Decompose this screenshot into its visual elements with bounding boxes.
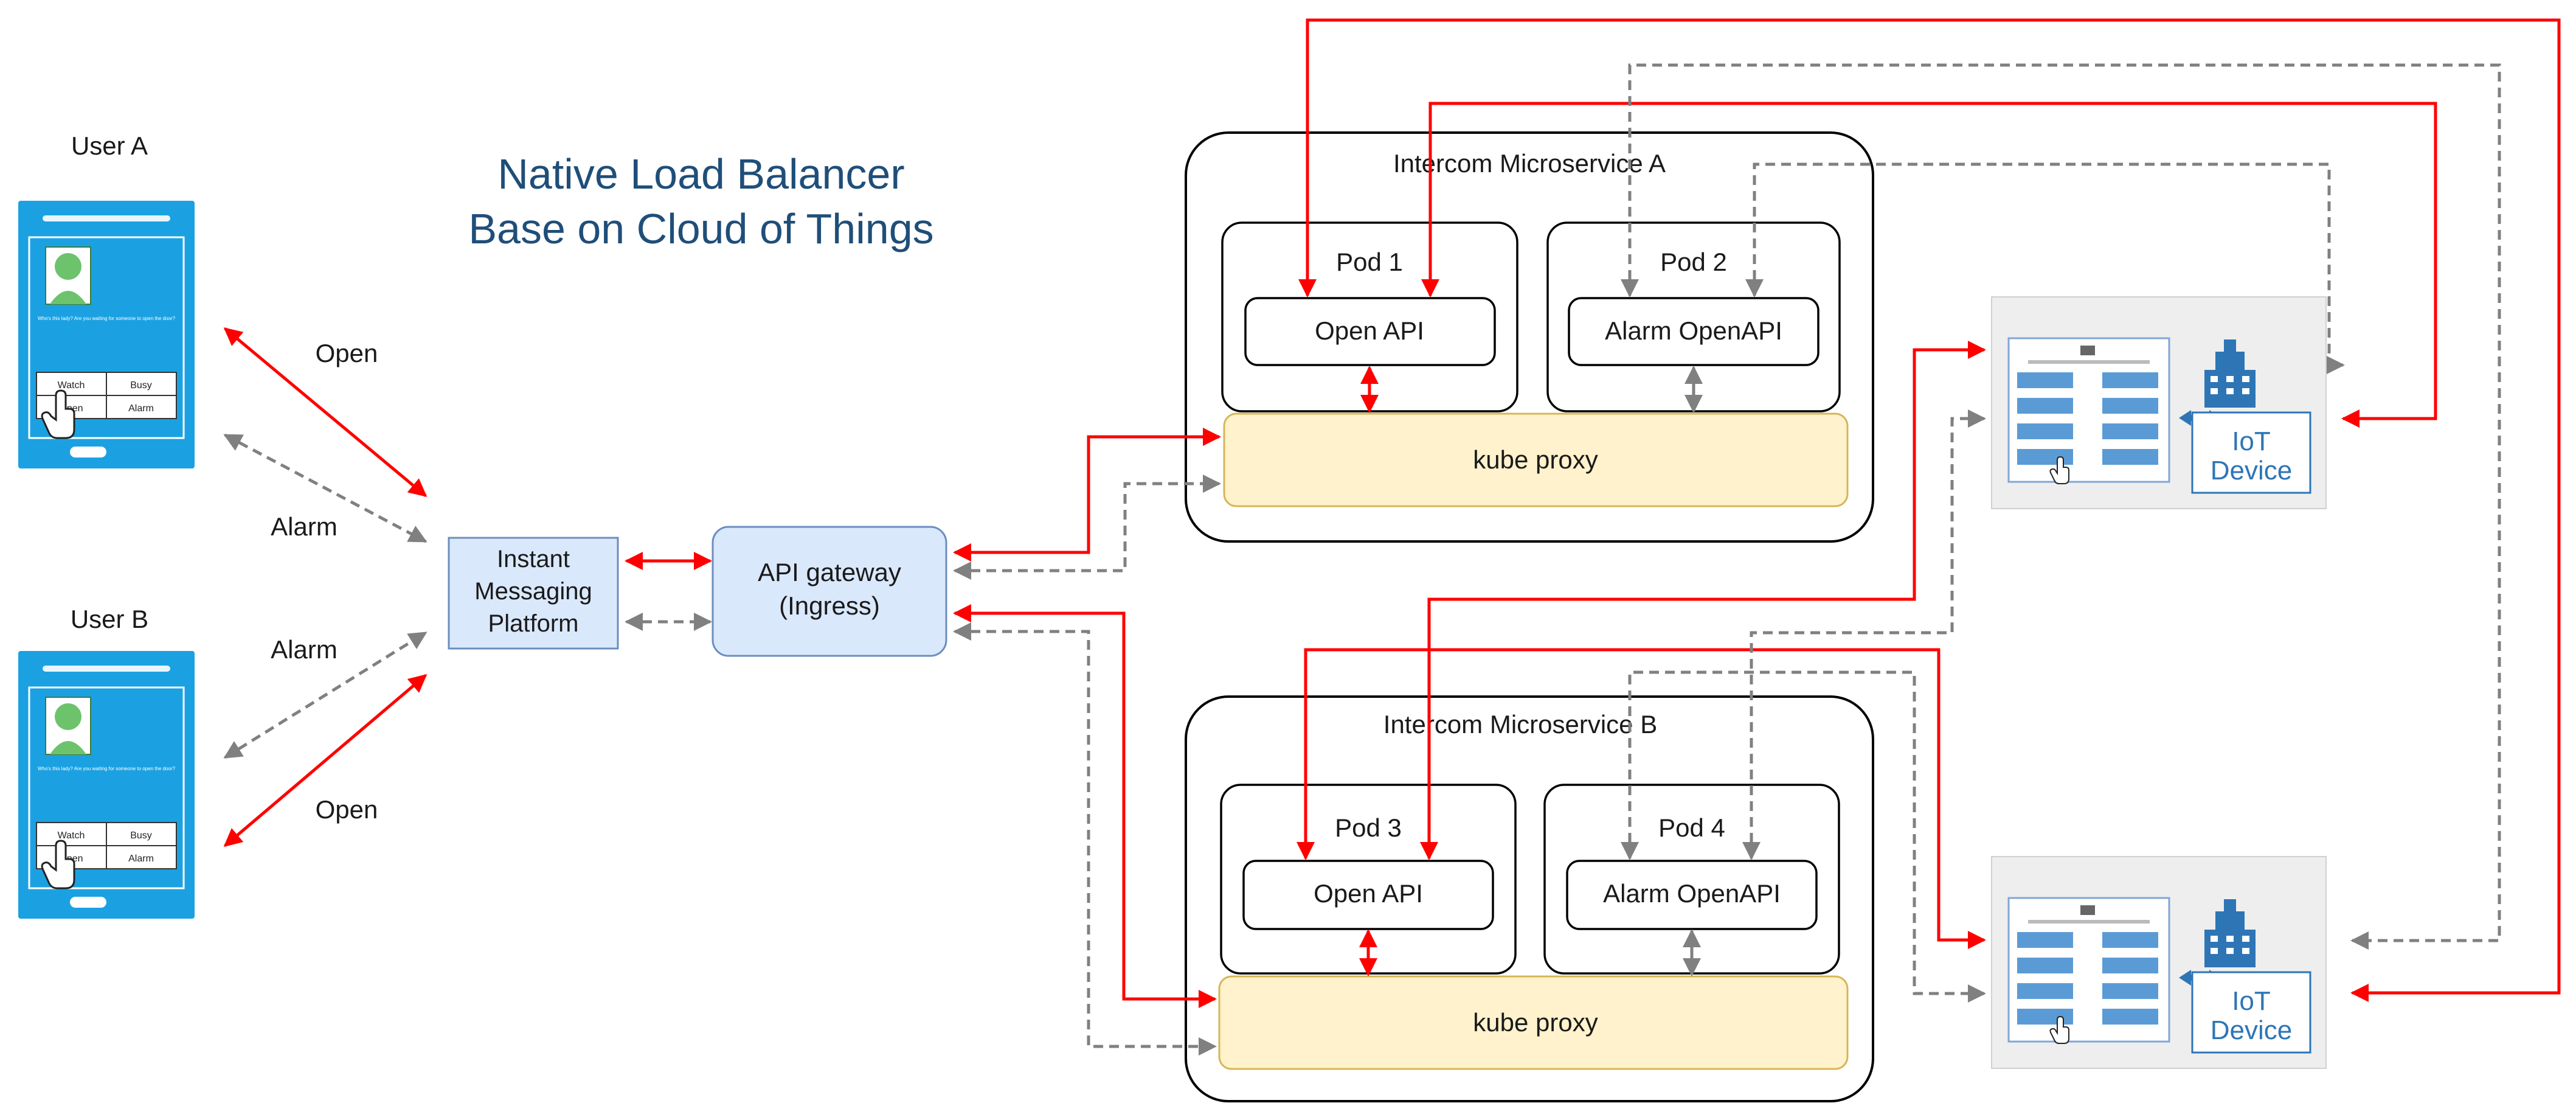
edge-pod4-device1-alarm bbox=[1742, 409, 1986, 860]
user-a-phone: Who's this lady? Are you waiting for som… bbox=[17, 200, 196, 470]
iot-device-1: IoT Device bbox=[1990, 296, 2327, 510]
phone-message: Who's this lady? Are you waiting for som… bbox=[38, 766, 176, 771]
edge-pod2-device1-alarm bbox=[1745, 162, 2345, 374]
edge-gateway-proxy-a-alarm bbox=[953, 475, 1221, 580]
phone-watch-button[interactable]: Watch bbox=[58, 830, 85, 841]
iot-device-2-label-line1: IoT bbox=[2232, 986, 2271, 1016]
microservice-b-label: Intercom Microservice B bbox=[1383, 710, 1657, 739]
edge-pod1-device1-open bbox=[1421, 102, 2437, 428]
api-gateway-line2: (Ingress) bbox=[779, 591, 880, 620]
edge-gateway-proxy-b-open bbox=[953, 604, 1217, 1008]
hand-cursor-icon bbox=[41, 840, 75, 889]
user-a-label: User A bbox=[71, 131, 148, 160]
diagram-title-line1: Native Load Balancer bbox=[497, 150, 904, 198]
instant-messaging-platform-node: Instant Messaging Platform bbox=[448, 537, 619, 650]
smartphone-icon bbox=[17, 200, 196, 470]
edge-pod4-device2-alarm bbox=[1621, 670, 1986, 1003]
edge-pod2-device2-alarm bbox=[1621, 63, 2501, 950]
api-gateway-node: API gateway (Ingress) bbox=[712, 526, 947, 657]
phone-message: Who's this lady? Are you waiting for som… bbox=[38, 316, 176, 321]
kube-proxy-b-label: kube proxy bbox=[1473, 1008, 1598, 1037]
hand-cursor-icon bbox=[41, 389, 75, 439]
microservice-b: Intercom Microservice B Pod 3 Open API P… bbox=[1185, 695, 1874, 1102]
microservice-a-label: Intercom Microservice A bbox=[1393, 149, 1666, 178]
phone-busy-button[interactable]: Busy bbox=[130, 380, 152, 391]
pod-2-label: Pod 2 bbox=[1660, 248, 1727, 276]
phone-watch-button[interactable]: Watch bbox=[58, 380, 85, 391]
iot-device-2-label-line2: Device bbox=[2211, 1015, 2293, 1045]
im-platform-line1: Instant bbox=[497, 546, 570, 572]
edge-label-alarm-a: Alarm bbox=[271, 512, 338, 541]
phone-busy-button[interactable]: Busy bbox=[130, 830, 152, 841]
edge-gateway-proxy-b-alarm bbox=[953, 622, 1217, 1056]
smartphone-icon bbox=[17, 650, 196, 920]
kube-proxy-b: kube proxy bbox=[1218, 975, 1849, 1070]
pod-4-api-label: Alarm OpenAPI bbox=[1603, 879, 1781, 908]
kube-proxy-a: kube proxy bbox=[1223, 412, 1849, 507]
microservice-a: Intercom Microservice A Pod 1 Open API P… bbox=[1185, 131, 1874, 543]
iot-device-1-label-line2: Device bbox=[2211, 456, 2293, 485]
diagram-title-line2: Base on Cloud of Things bbox=[468, 205, 933, 252]
edge-label-open-b: Open bbox=[316, 795, 378, 824]
pod-2-api-label: Alarm OpenAPI bbox=[1605, 316, 1782, 345]
edge-label-open-a: Open bbox=[316, 339, 378, 367]
pod-1-label: Pod 1 bbox=[1336, 248, 1403, 276]
pod-3-label: Pod 3 bbox=[1335, 813, 1402, 842]
edge-pod1-device2-open bbox=[1298, 18, 2561, 1002]
api-gateway-line1: API gateway bbox=[758, 558, 901, 586]
iot-device-1-label-line1: IoT bbox=[2232, 426, 2271, 456]
iot-device-2: IoT Device bbox=[1990, 855, 2327, 1070]
user-b-phone: Who's this lady? Are you waiting for som… bbox=[17, 650, 196, 920]
pod-3-api-label: Open API bbox=[1314, 879, 1423, 908]
phone-alarm-button[interactable]: Alarm bbox=[128, 403, 154, 414]
im-platform-line3: Platform bbox=[488, 610, 579, 637]
edge-gateway-proxy-a-open bbox=[953, 428, 1221, 562]
phone-alarm-button[interactable]: Alarm bbox=[128, 854, 154, 864]
im-platform-line2: Messaging bbox=[474, 578, 592, 605]
kube-proxy-a-label: kube proxy bbox=[1473, 445, 1598, 474]
edge-open-user-b bbox=[223, 674, 428, 847]
pod-4-label: Pod 4 bbox=[1658, 813, 1725, 842]
user-b-label: User B bbox=[71, 605, 148, 633]
edge-alarm-user-a bbox=[223, 433, 428, 543]
hand-cursor-icon bbox=[2049, 1015, 2069, 1044]
edge-label-alarm-b: Alarm bbox=[271, 635, 338, 664]
pod-1-api-label: Open API bbox=[1315, 316, 1424, 345]
